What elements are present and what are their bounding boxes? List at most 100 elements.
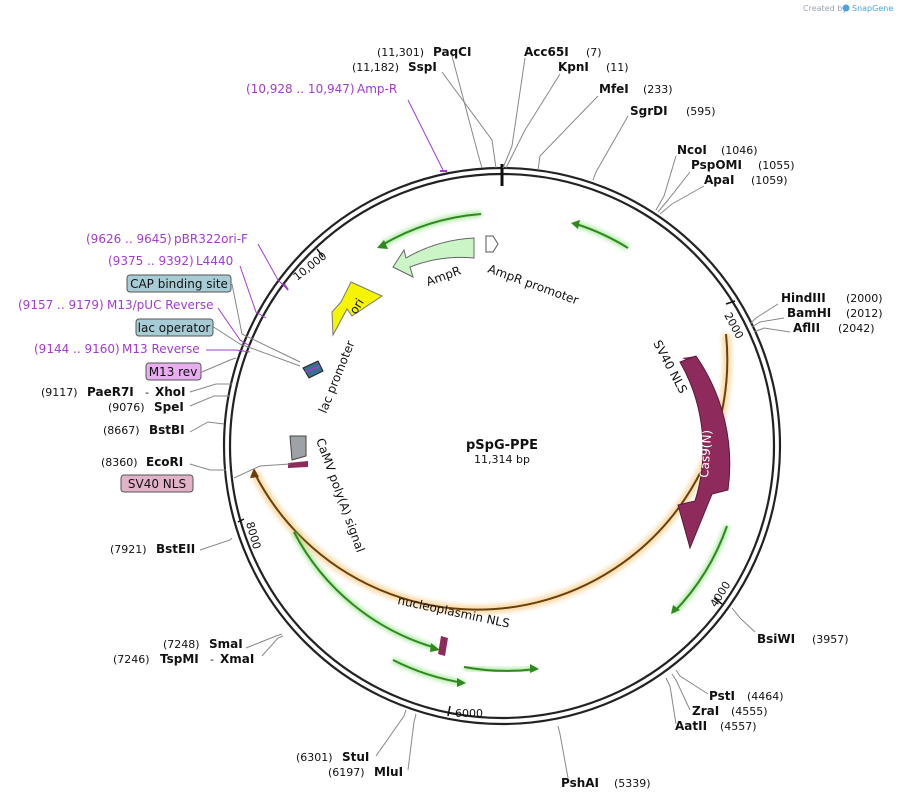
leader-bsteii (199, 537, 233, 551)
green-arc-right (673, 525, 728, 613)
enzyme-labels: (11,301) PaqCI (11,182) SspI Acc65I (7) … (41, 45, 883, 790)
sgrdi-pos: (595) (686, 105, 716, 118)
ampr-feature-arrow (392, 237, 475, 278)
leader-mlui (407, 713, 417, 771)
ampr-promoter-arrow (485, 235, 499, 253)
stui-name: StuI (342, 750, 369, 764)
leader-ncoi (655, 155, 677, 211)
snapgene-logo-icon (842, 4, 850, 12)
tick-4000-mark (713, 597, 723, 605)
green-arc-left (293, 531, 437, 649)
sgrdi-name: SgrDI (630, 104, 668, 118)
pbr322ori-pos: (9626 .. 9645) (86, 232, 172, 246)
bsteii-pos: (7921) (110, 543, 147, 556)
bsiwi-pos: (3957) (812, 633, 849, 646)
leader-sspi (441, 71, 497, 169)
pspomi-pos: (1055) (758, 159, 795, 172)
leader-tspmi (261, 635, 284, 657)
hindiii-pos: (2000) (846, 292, 883, 305)
snapgene-brand-text: SnapGene (852, 4, 893, 13)
bstbi-name: BstBI (149, 423, 185, 437)
sv40-nls-left-mark (288, 461, 308, 468)
aatii-name: AatII (675, 719, 707, 733)
green-arc-top-left-arrow (377, 240, 388, 249)
leader-zrai (671, 673, 691, 711)
xhoi-name: XhoI (155, 385, 186, 399)
acc65i-pos: (7) (586, 46, 602, 59)
ncoi-pos: (1046) (721, 144, 758, 157)
paqci-name: PaqCI (433, 45, 471, 59)
kpni-pos: (11) (606, 61, 629, 74)
green-arc-top-right-arrow (571, 220, 580, 229)
l4440-name: L4440 (196, 254, 233, 268)
leader-m13puc (217, 307, 251, 347)
l4440-pos: (9375 .. 9392) (108, 254, 194, 268)
pspomi-name: PspOMI (691, 158, 742, 172)
plasmid-size: 11,314 bp (474, 453, 530, 466)
green-arc-top-left (381, 213, 482, 246)
tick-6000-label: 6000 (455, 707, 483, 720)
leader-m13rev (206, 349, 251, 353)
m13puc-name: M13/pUC Reverse (107, 298, 214, 312)
m13rev-pos: (9144 .. 9160) (34, 342, 120, 356)
ncoi-name: NcoI (677, 143, 707, 157)
bsteii-name: BstEII (156, 542, 195, 556)
apai-name: ApaI (704, 173, 734, 187)
pbr322ori-name: pBR322ori-F (174, 232, 248, 246)
sv40-nls-box (120, 474, 194, 493)
primer-leader-lines (206, 99, 445, 353)
bamhi-name: BamHI (787, 306, 831, 320)
cas9-feature-arrow (677, 355, 731, 550)
sv40-nls-box-label: SV40 NLS (128, 477, 186, 491)
tspmi-name: TspMI (160, 652, 199, 666)
apai-pos: (1059) (751, 174, 788, 187)
psti-name: PstI (709, 689, 735, 703)
zrai-pos: (4555) (731, 705, 768, 718)
ecori-pos: (8360) (101, 456, 138, 469)
bstbi-pos: (8667) (103, 424, 140, 437)
cas9-label: Cas9(N) (697, 429, 714, 478)
leader-psti (675, 669, 709, 695)
ampr-label: AmpR (424, 263, 462, 288)
leader-stui (375, 709, 407, 757)
leader-ecori (189, 463, 226, 471)
lac-promoter-label: lac promoter (316, 339, 358, 415)
leader-bsiwi (731, 607, 756, 633)
leader-kpni (505, 73, 561, 169)
m13rev-name: M13 Reverse (122, 342, 200, 356)
aatii-pos: (4557) (720, 720, 757, 733)
aflii-name: AflII (793, 321, 820, 335)
leader-aflii (753, 327, 791, 333)
green-arc-bottom-arrow (530, 664, 539, 673)
paer7i-pos: (9117) (41, 386, 78, 399)
m13-rev-label: M13 rev (149, 365, 198, 379)
lac-operator-label: lac operator (138, 321, 211, 335)
leader-pshai (557, 725, 569, 779)
bamhi-pos: (2012) (846, 307, 883, 320)
leader-cap-box (231, 283, 301, 363)
paer7i-name: PaeR7I (87, 385, 134, 399)
xmai-name: XmaI (220, 652, 254, 666)
camv-polya-block (289, 435, 307, 461)
leader-mfei (537, 95, 599, 171)
ampr-promoter-label: AmpR promoter (486, 262, 580, 308)
leader-apai (659, 185, 705, 215)
leader-bstbi (189, 421, 225, 433)
leader-ampr-primer (407, 99, 445, 173)
aflii-pos: (2042) (838, 322, 875, 335)
green-arc-inner-arrow (457, 678, 466, 687)
paqci-pos: (11,301) (377, 46, 424, 59)
plasmid-name: pSpG-PPE (466, 438, 538, 453)
hindiii-name: HindIII (781, 291, 826, 305)
lac-promoter-primer-mark (304, 365, 321, 373)
m13puc-pos: (9157 .. 9179) (18, 298, 104, 312)
sspi-pos: (11,182) (352, 61, 399, 74)
cap-binding-site-label: CAP binding site (130, 277, 228, 291)
leader-sgrdi (592, 115, 629, 181)
lac-operator-box (135, 318, 214, 337)
pshai-pos: (5339) (614, 777, 651, 790)
leader-hindiii (749, 303, 779, 325)
smai-pos: (7248) (163, 638, 200, 651)
tick-10000-mark (316, 248, 324, 258)
camv-polya-label: CaMV poly(A) signal (313, 436, 367, 554)
